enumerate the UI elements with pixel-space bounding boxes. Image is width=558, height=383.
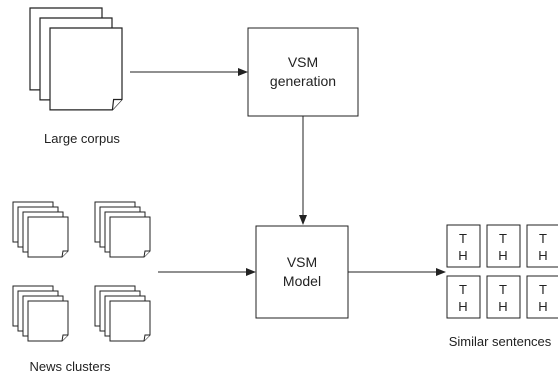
vsm-generation-label-line2: generation <box>270 73 336 89</box>
hypothesis-h: H <box>498 248 507 263</box>
sentence-pair: T H <box>486 275 521 319</box>
text-t: T <box>459 231 467 246</box>
hypothesis-h: H <box>458 248 467 263</box>
vsm-model-label-line2: Model <box>283 273 321 289</box>
sentence-pair: T H <box>526 275 558 319</box>
large-corpus-label: Large corpus <box>44 131 120 146</box>
sentence-pair: T H <box>446 224 481 268</box>
hypothesis-h: H <box>498 299 507 314</box>
hypothesis-h: H <box>538 248 547 263</box>
news-clusters-label: News clusters <box>30 359 111 374</box>
vsm-model-label-line1: VSM <box>287 254 317 270</box>
text-t: T <box>459 282 467 297</box>
similar-sentences-grid: T H T H T H T H T H T H <box>446 224 558 319</box>
vsm-generation-label-line1: VSM <box>288 54 318 70</box>
text-t: T <box>539 231 547 246</box>
similar-sentences-label: Similar sentences <box>449 334 552 349</box>
sentence-pair: T H <box>446 275 481 319</box>
news-clusters-documents-icon <box>12 201 151 342</box>
sentence-pair: T H <box>486 224 521 268</box>
vsm-generation-box: VSM generation <box>247 27 359 117</box>
hypothesis-h: H <box>458 299 467 314</box>
text-t: T <box>499 231 507 246</box>
vsm-model-box: VSM Model <box>255 225 349 319</box>
text-t: T <box>539 282 547 297</box>
large-corpus-documents-icon <box>29 7 123 111</box>
sentence-pair: T H <box>526 224 558 268</box>
hypothesis-h: H <box>538 299 547 314</box>
text-t: T <box>499 282 507 297</box>
